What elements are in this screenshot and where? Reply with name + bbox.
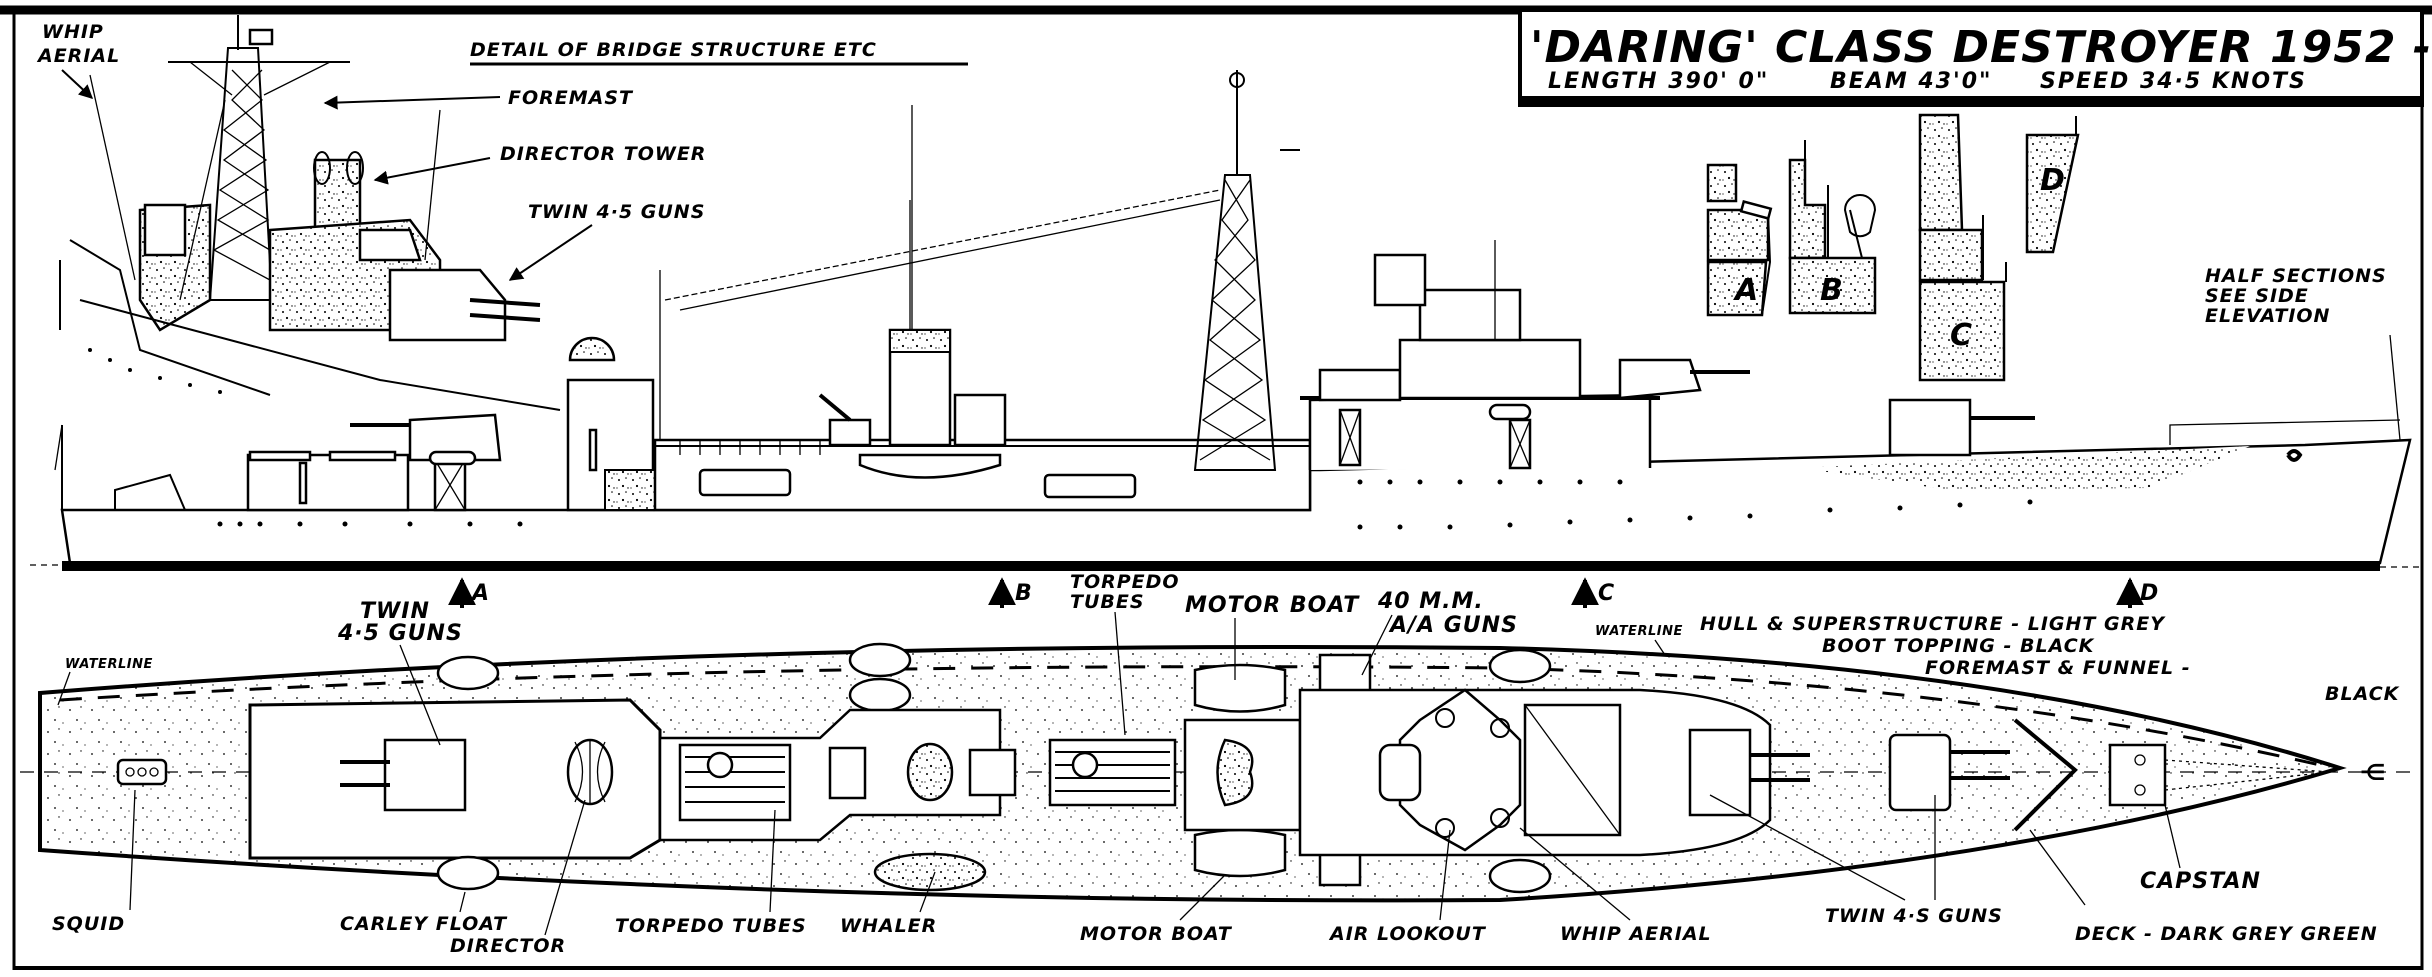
bridge-side [1398, 338, 1582, 400]
motor-boat-bottom-label: MOTOR BOAT [1080, 923, 1233, 945]
svg-text:A: A [470, 581, 490, 606]
half-section-d: D [2025, 116, 2080, 254]
half-section-a: A [1706, 163, 1773, 317]
aft-superstructure [246, 453, 410, 512]
half-section-a-letter: A [1733, 273, 1758, 308]
twin-guns-aft-label: TWIN [360, 599, 430, 624]
mainmast-lattice [1193, 174, 1277, 471]
carley-float-fwd-stbd [1488, 858, 1552, 894]
half-section-d-letter: D [2040, 163, 2065, 198]
bridge-detail-labels: WHIP AERIAL FOREMAST DIRECTOR TOWER TWIN… [36, 21, 706, 281]
motor-boat-stbd [1193, 828, 1287, 878]
whaler-plan [873, 852, 987, 892]
bridge-detail-drawing [59, 15, 913, 411]
ship-beam: BEAM 43'0" [1830, 69, 1993, 94]
carley-float-aft-stbd [436, 855, 500, 891]
torpedo-tubes-top-label-2: TUBES [1070, 591, 1145, 613]
half-sections-note-3: ELEVATION [2205, 305, 2330, 327]
hull-colour-note: HULL & SUPERSTRUCTURE - LIGHT GREY [1700, 613, 2166, 635]
waterline-aft-label: WATERLINE [65, 657, 153, 672]
section-marker-c: C [1571, 577, 1615, 608]
breakwater [2013, 718, 2078, 832]
carley-float-label: CARLEY FLOAT [340, 913, 508, 935]
half-sections-note: HALF SECTIONS [2205, 265, 2387, 287]
half-section-b-letter: B [1820, 273, 1843, 308]
waterline-fwd-label: WATERLINE [1595, 624, 1683, 639]
whip-aerial-label-2: AERIAL [36, 45, 120, 67]
motor-boat-port [1193, 663, 1287, 713]
aft-gun-turret [408, 413, 502, 462]
twin-guns-detail-label: TWIN 4·5 GUNS [528, 201, 705, 223]
a-turret-side [1888, 398, 1972, 457]
carley-float-mid-2 [848, 677, 912, 713]
aa-guns-plan [1318, 653, 1372, 697]
whip-aerial-plan-label: WHIP AERIAL [1560, 923, 1712, 945]
capstan-label: CAPSTAN [2140, 869, 2261, 894]
director-tower-label: DIRECTOR TOWER [500, 143, 706, 165]
carley-float-mid-1 [848, 642, 912, 678]
title-block: 'DARING' CLASS DESTROYER 1952 - 1954 LEN… [1518, 8, 2432, 107]
torpedo-tubes-top-label: TORPEDO [1070, 571, 1180, 593]
plan-view: ⋲ [20, 642, 2415, 903]
section-markers: A B C D [448, 577, 2159, 608]
fwd-torpedo-tubes-side [1043, 473, 1137, 499]
aa-guns-label: 40 M.M. [1377, 589, 1484, 614]
foremast-funnel-note: FOREMAST & FUNNEL - [1925, 657, 2191, 679]
whaler-label: WHALER [840, 915, 937, 937]
half-section-c-letter: C [1950, 318, 1972, 353]
bridge-detail-gun-mount [388, 268, 507, 342]
foremast-label: FOREMAST [508, 87, 634, 109]
ship-speed: SPEED 34·5 KNOTS [2040, 69, 2307, 94]
hull-portholes [217, 479, 2033, 530]
torpedo-tubes-bottom-label: TORPEDO TUBES [615, 915, 807, 937]
svg-text:C: C [1598, 581, 1615, 606]
air-lookout-label: AIR LOOKOUT [1328, 923, 1487, 945]
half-section-b: B [1788, 140, 1877, 315]
aft-searchlight [568, 336, 616, 362]
bridge-detail-title: DETAIL OF BRIDGE STRUCTURE ETC [470, 39, 877, 61]
half-section-c: C [1918, 113, 2007, 382]
section-marker-b: B [988, 577, 1033, 608]
director-side [1373, 253, 1427, 307]
capstan-plan [2108, 743, 2167, 807]
twin-guns-aft-label-2: 4·5 GUNS [337, 621, 463, 646]
carley-float-fwd [1488, 648, 1552, 684]
plan-view-labels: TWIN 4·5 GUNS WATERLINE TORPEDO TUBES MO… [52, 571, 2400, 957]
director-tower [313, 158, 362, 232]
fwd-torpedo-tubes-plan [1048, 738, 1177, 807]
svg-text:B: B [1015, 581, 1033, 606]
half-sections-note-2: SEE SIDE [2205, 285, 2309, 307]
ship-title: 'DARING' CLASS DESTROYER 1952 - 1954 [1530, 22, 2432, 73]
carley-float-aft [436, 655, 500, 691]
a-turret-plan [1888, 733, 1952, 812]
half-sections: A B C D HALF SECTIONS SEE SIDE ELEVATION [1706, 113, 2387, 382]
svg-text:⋲: ⋲ [2360, 761, 2386, 786]
squid-mount [116, 758, 168, 786]
aa-guns-label-2: A/A GUNS [1388, 613, 1518, 638]
b-turret-plan [1688, 728, 1752, 817]
bridge-detail-portholes [88, 348, 222, 394]
anchor-icon [2286, 449, 2303, 462]
svg-text:D: D [2140, 581, 2159, 606]
bridge-detail-heading: DETAIL OF BRIDGE STRUCTURE ETC [470, 39, 968, 66]
deck-colour-note: DECK - DARK GREY GREEN [2075, 923, 2378, 945]
deck-railing [679, 440, 821, 455]
section-marker-d: D [2116, 577, 2159, 608]
funnel-plan [906, 742, 954, 802]
ship-length: LENGTH 390' 0" [1548, 69, 1769, 94]
section-marker-a: A [448, 577, 490, 608]
foremast-funnel-note-2: BLACK [2325, 683, 2400, 705]
squid-label: SQUID [52, 913, 125, 935]
whaler-side [858, 453, 1002, 479]
aft-torpedo-tubes-side [698, 468, 792, 497]
aft-turret-plan [383, 738, 467, 812]
boot-topping-note: BOOT TOPPING - BLACK [1822, 635, 2095, 657]
b-turret-side [1618, 358, 1702, 400]
motor-boat-top-label: MOTOR BOAT [1185, 593, 1360, 618]
director-label: DIRECTOR [450, 935, 566, 957]
whip-aerial-label: WHIP [42, 21, 104, 43]
side-elevation [30, 70, 2420, 571]
twin-guns-bottom-label: TWIN 4·S GUNS [1825, 905, 2003, 927]
